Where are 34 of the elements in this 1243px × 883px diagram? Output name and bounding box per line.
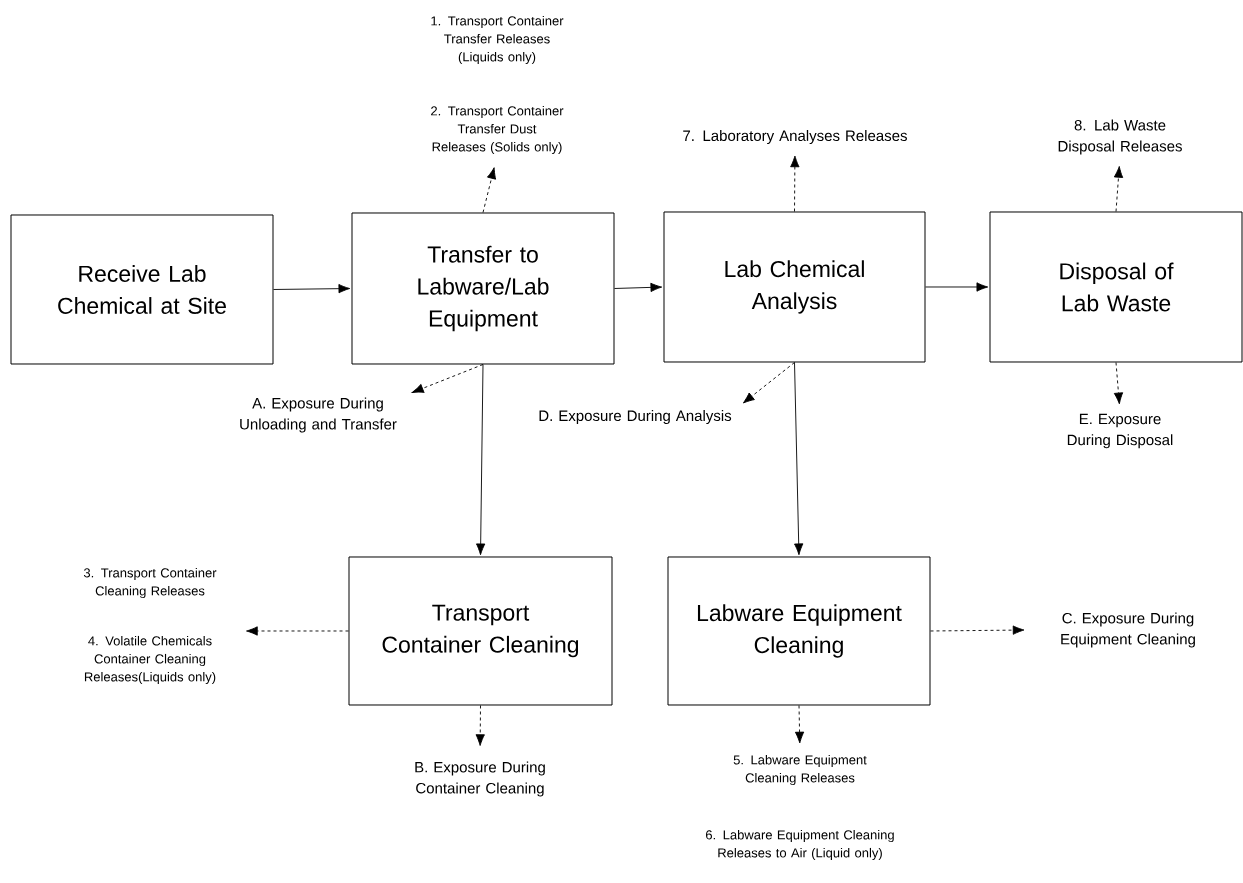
- process-box: Labware Equipment Cleaning: [667, 556, 931, 706]
- process-box: Transfer to Labware/Lab Equipment: [351, 212, 615, 365]
- release-label: 5. Labware Equipment Cleaning Releases: [733, 754, 867, 786]
- arrow: [246, 626, 349, 636]
- arrow: [794, 705, 805, 744]
- release-label: 6. Labware Equipment Cleaning Releases to Air (Liquid only): [706, 829, 894, 861]
- exposure-label: A. Exposure During Unloading and Transfer: [240, 397, 397, 433]
- exposure-label: D. Exposure During Analysis: [539, 410, 732, 424]
- arrow: [273, 284, 351, 294]
- exposure-label: E. Exposure During Disposal: [1067, 413, 1173, 449]
- arrow: [475, 705, 485, 746]
- release-label: 1. Transport Container Transfer Releases (Liquids only): [431, 15, 564, 65]
- exposure-label: 7. Laboratory Analyses Releases: [683, 130, 907, 144]
- arrow: [482, 167, 497, 213]
- process-box: Lab Chemical Analysis: [663, 211, 926, 363]
- process-box: Transport Container Cleaning: [348, 556, 613, 706]
- arrow: [476, 364, 486, 556]
- release-label: 2. Transport Container Transfer Dust Releases (Solids only): [431, 105, 564, 155]
- release-label: 4. Volatile Chemicals Container Cleaning Releases(Liquids only): [84, 635, 216, 685]
- arrow: [412, 364, 484, 393]
- arrow: [930, 625, 1025, 635]
- release-label: 3. Transport Container Cleaning Releases: [83, 567, 217, 599]
- arrow: [1113, 362, 1124, 405]
- arrow: [742, 362, 795, 404]
- exposure-label: C. Exposure During Equipment Cleaning: [1061, 612, 1195, 648]
- process-box: Receive Lab Chemical at Site: [10, 214, 274, 365]
- arrow: [794, 362, 804, 556]
- exposure-label: 8. Lab Waste Disposal Releases: [1058, 119, 1182, 155]
- arrow: [1113, 166, 1124, 212]
- arrow: [614, 282, 663, 293]
- exposure-label: B. Exposure During Container Cleaning: [415, 761, 545, 797]
- arrow: [925, 282, 989, 292]
- process-box: Disposal of Lab Waste: [989, 211, 1243, 363]
- arrow: [790, 155, 800, 212]
